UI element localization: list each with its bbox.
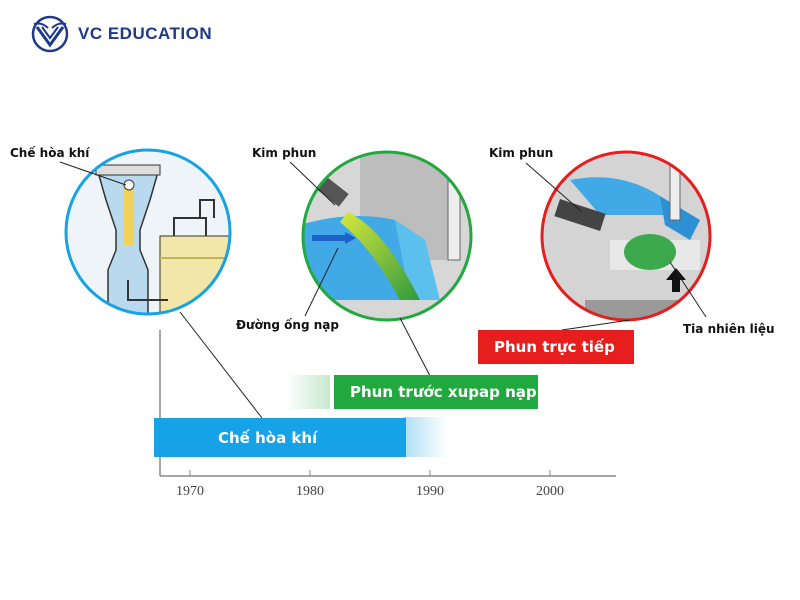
brand-name: VC EDUCATION [78, 24, 213, 43]
axis-tick-1970: 1970 [176, 484, 204, 499]
label-injector-2: Kim phun [489, 146, 554, 160]
label-injector-1: Kim phun [252, 146, 317, 160]
axis-tick-1980: 1980 [296, 484, 324, 499]
direct-injection-illustration [540, 150, 712, 322]
carburetor-illustration [64, 148, 232, 316]
port-injection-illustration [301, 150, 473, 322]
port-injection-era-bar: Phun trước xupap nạp [334, 375, 538, 409]
label-carburetor-part: Chế hòa khí [10, 146, 90, 160]
port-injection-era-label: Phun trước xupap nạp [350, 383, 537, 401]
axis-tick-2000: 2000 [536, 484, 564, 499]
carburetor-bar-fade [403, 417, 448, 457]
carburetor-era-bar: Chế hòa khí [154, 418, 406, 457]
direct-injection-era-label: Phun trực tiếp [494, 338, 615, 356]
brand-logo: VC EDUCATION [30, 14, 212, 54]
port-bar-fade [285, 375, 330, 409]
axis-tick-1990: 1990 [416, 484, 444, 499]
leader-lines [59, 161, 707, 419]
shield-wing-icon [31, 15, 69, 53]
direct-injection-era-bar: Phun trực tiếp [478, 330, 634, 364]
label-fuel-spray: Tia nhiên liệu [683, 322, 775, 336]
carburetor-era-label: Chế hòa khí [218, 428, 318, 447]
label-intake-manifold: Đường ống nạp [236, 318, 339, 332]
